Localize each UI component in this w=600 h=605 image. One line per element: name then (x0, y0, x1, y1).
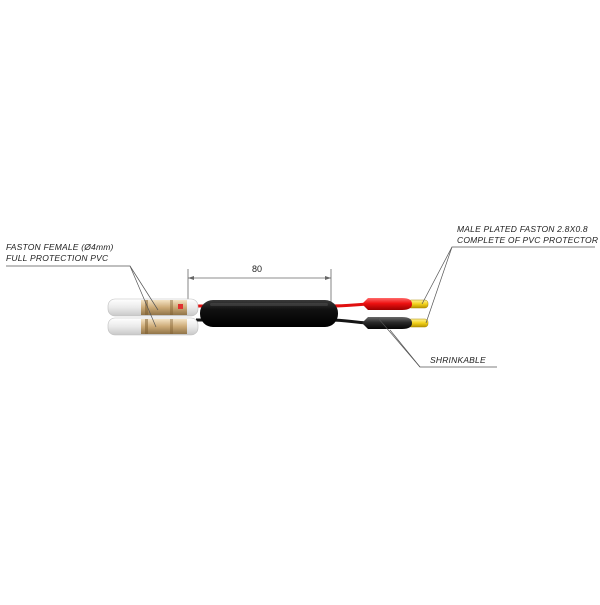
leader-faston-female (6, 265, 159, 328)
faston-female-line1: FASTON FEMALE (Ø4mm) (6, 242, 114, 252)
shrinkable-label: SHRINKABLE (430, 355, 486, 365)
leader-shrinkable (377, 317, 497, 368)
dimension-label: 80 (252, 264, 263, 274)
male-faston-line2: COMPLETE OF PVC PROTECTOR (457, 235, 599, 245)
red-connector (362, 298, 412, 310)
faston-female-line2: FULL PROTECTION PVC (6, 253, 109, 263)
male-faston-label: MALE PLATED FASTON 2.8X0.8 COMPLETE OF P… (457, 224, 598, 246)
male-faston-line1: MALE PLATED FASTON 2.8X0.8 (457, 224, 588, 234)
black-connector (362, 317, 412, 329)
shrinkable-sleeve (200, 300, 338, 327)
female-plug-upper (107, 298, 199, 317)
female-plug-lower (107, 317, 199, 336)
dimension-marker (187, 269, 332, 302)
leader-male-faston (421, 246, 595, 324)
faston-female-label: FASTON FEMALE (Ø4mm) FULL PROTECTION PVC (6, 242, 114, 264)
